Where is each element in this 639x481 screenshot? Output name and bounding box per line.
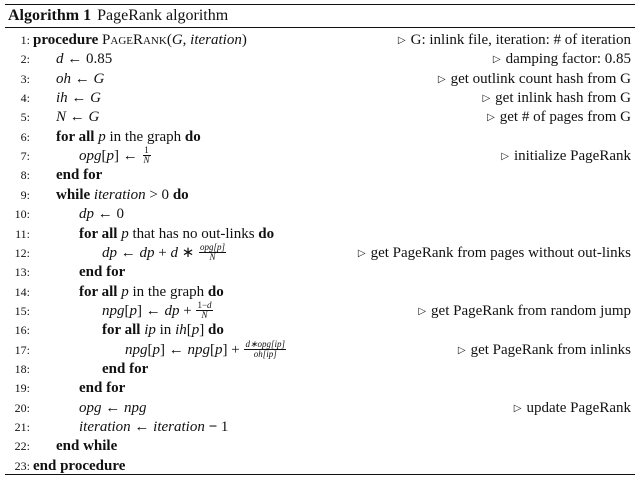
line-code: dp ← 0: [79, 206, 124, 223]
line-code: d ← 0.85: [56, 51, 113, 68]
line-code: opg ← npg: [79, 399, 147, 416]
algorithm-line: 5: N ← G ▷get # of pages from G: [5, 108, 635, 127]
line-code: end procedure: [33, 457, 126, 474]
line-code: end for: [102, 360, 149, 377]
algorithm-line: 21: iteration ← iteration − 1: [5, 418, 635, 437]
algorithm-line: 18: end for: [5, 360, 635, 379]
algorithm-block: Algorithm 1 PageRank algorithm 1:procedu…: [5, 4, 635, 474]
line-number: 12:: [14, 245, 30, 260]
algorithm-line: 10: dp ← 0: [5, 205, 635, 224]
comment-triangle-icon: ▷: [482, 93, 491, 105]
comment-triangle-icon: ▷: [397, 35, 406, 46]
algorithm-line: 3: oh ← G ▷get outlink count hash from G: [5, 70, 635, 89]
line-code: npg[p] ← npg[p] + d∗opg[ip]oh[ip]: [125, 338, 287, 359]
algorithm-header: Algorithm 1 PageRank algorithm: [5, 5, 635, 27]
line-code: iteration ← iteration − 1: [79, 419, 229, 435]
line-number: 6:: [20, 129, 30, 144]
line-comment: ▷get PageRank from inlinks: [457, 341, 631, 358]
algorithm-line: 4: ih ← G ▷get inlink hash from G: [5, 89, 635, 108]
line-number: 1:: [20, 33, 30, 47]
comment-triangle-icon: ▷: [513, 402, 522, 414]
line-number: 16:: [14, 323, 30, 338]
line-number: 21:: [14, 420, 30, 434]
line-number: 19:: [14, 381, 30, 396]
line-number: 20:: [14, 400, 30, 415]
algorithm-line: 6: for all p in the graph do: [5, 128, 635, 147]
line-number: 5:: [20, 110, 30, 125]
line-comment: ▷get PageRank from random jump: [418, 302, 631, 319]
line-code: end for: [79, 264, 126, 281]
algorithm-line: 9: while iteration > 0 do: [5, 186, 635, 205]
algorithm-line: 1:procedure PageRank(G, iteration) ▷G: in…: [5, 31, 635, 50]
line-number: 9:: [20, 187, 30, 202]
line-code: ih ← G: [56, 90, 102, 107]
line-comment: ▷get outlink count hash from G: [437, 70, 631, 87]
line-number: 22:: [14, 439, 30, 454]
algorithm-lines: 1:procedure PageRank(G, iteration) ▷G: in…: [5, 28, 635, 474]
algorithm-line: 13: end for: [5, 263, 635, 282]
line-number: 15:: [14, 303, 30, 318]
line-code: for all p in the graph do: [56, 128, 201, 145]
algorithm-label: Algorithm 1: [8, 7, 92, 24]
algorithm-line: 20: opg ← npg ▷update PageRank: [5, 399, 635, 418]
line-comment: ▷initialize PageRank: [501, 148, 631, 165]
top-rule: [5, 4, 635, 5]
algorithm-line: 22: end while: [5, 437, 635, 456]
algorithm-line: 14: for all p in the graph do: [5, 283, 635, 302]
algorithm-line: 23:end procedure: [5, 457, 635, 476]
header-rule: [5, 27, 635, 28]
comment-triangle-icon: ▷: [501, 151, 509, 163]
comment-triangle-icon: ▷: [418, 305, 427, 317]
comment-triangle-icon: ▷: [437, 73, 446, 85]
line-code: procedure PageRank(G, iteration): [33, 32, 247, 48]
algorithm-line: 19: end for: [5, 379, 635, 398]
algorithm-line: 17: npg[p] ← npg[p] + d∗opg[ip]oh[ip] ▷get…: [5, 338, 635, 360]
algorithm-line: 12: dp ← dp + d ∗ opg[p]N ▷get PageRank fr…: [5, 241, 635, 263]
line-code: dp ← dp + d ∗ opg[p]N: [102, 241, 227, 262]
line-code: end while: [56, 438, 118, 455]
comment-triangle-icon: ▷: [357, 247, 366, 259]
comment-triangle-icon: ▷: [457, 344, 466, 356]
line-code: for all p that has no out-links do: [79, 225, 275, 242]
line-number: 10:: [14, 207, 30, 222]
bottom-rule: [5, 474, 635, 475]
line-number: 11:: [15, 226, 30, 241]
line-code: N ← G: [56, 109, 100, 126]
line-number: 23:: [14, 458, 30, 473]
line-code: for all ip in ih[p] do: [102, 322, 224, 339]
line-comment: ▷get PageRank from pages without out-lin…: [357, 244, 631, 261]
comment-triangle-icon: ▷: [487, 112, 495, 124]
line-code: for all p in the graph do: [79, 283, 224, 300]
line-number: 17:: [14, 342, 30, 357]
line-code: end for: [56, 167, 103, 184]
line-number: 14:: [14, 284, 30, 299]
line-number: 3:: [20, 71, 30, 86]
line-comment: ▷damping factor: 0.85: [492, 51, 631, 68]
line-number: 7:: [20, 149, 30, 164]
line-comment: ▷G: inlink file, iteration: # of iterati…: [397, 32, 631, 48]
line-code: while iteration > 0 do: [56, 186, 189, 203]
algorithm-line: 8: end for: [5, 166, 635, 185]
line-comment: ▷get inlink hash from G: [482, 90, 631, 107]
line-number: 18:: [14, 361, 30, 376]
line-code: oh ← G: [56, 70, 105, 87]
line-comment: ▷update PageRank: [513, 399, 631, 416]
algorithm-title: PageRank algorithm: [97, 7, 229, 24]
algorithm-line: 2: d ← 0.85 ▷damping factor: 0.85: [5, 50, 635, 69]
line-comment: ▷get # of pages from G: [487, 109, 631, 126]
line-number: 2:: [20, 52, 30, 67]
comment-triangle-icon: ▷: [492, 54, 501, 66]
line-number: 13:: [14, 265, 30, 280]
line-number: 4:: [20, 91, 30, 106]
line-number: 8:: [20, 168, 30, 183]
algorithm-line: 16: for all ip in ih[p] do: [5, 321, 635, 340]
line-code: end for: [79, 380, 126, 397]
algorithm-line: 11: for all p that has no out-links do: [5, 225, 635, 244]
